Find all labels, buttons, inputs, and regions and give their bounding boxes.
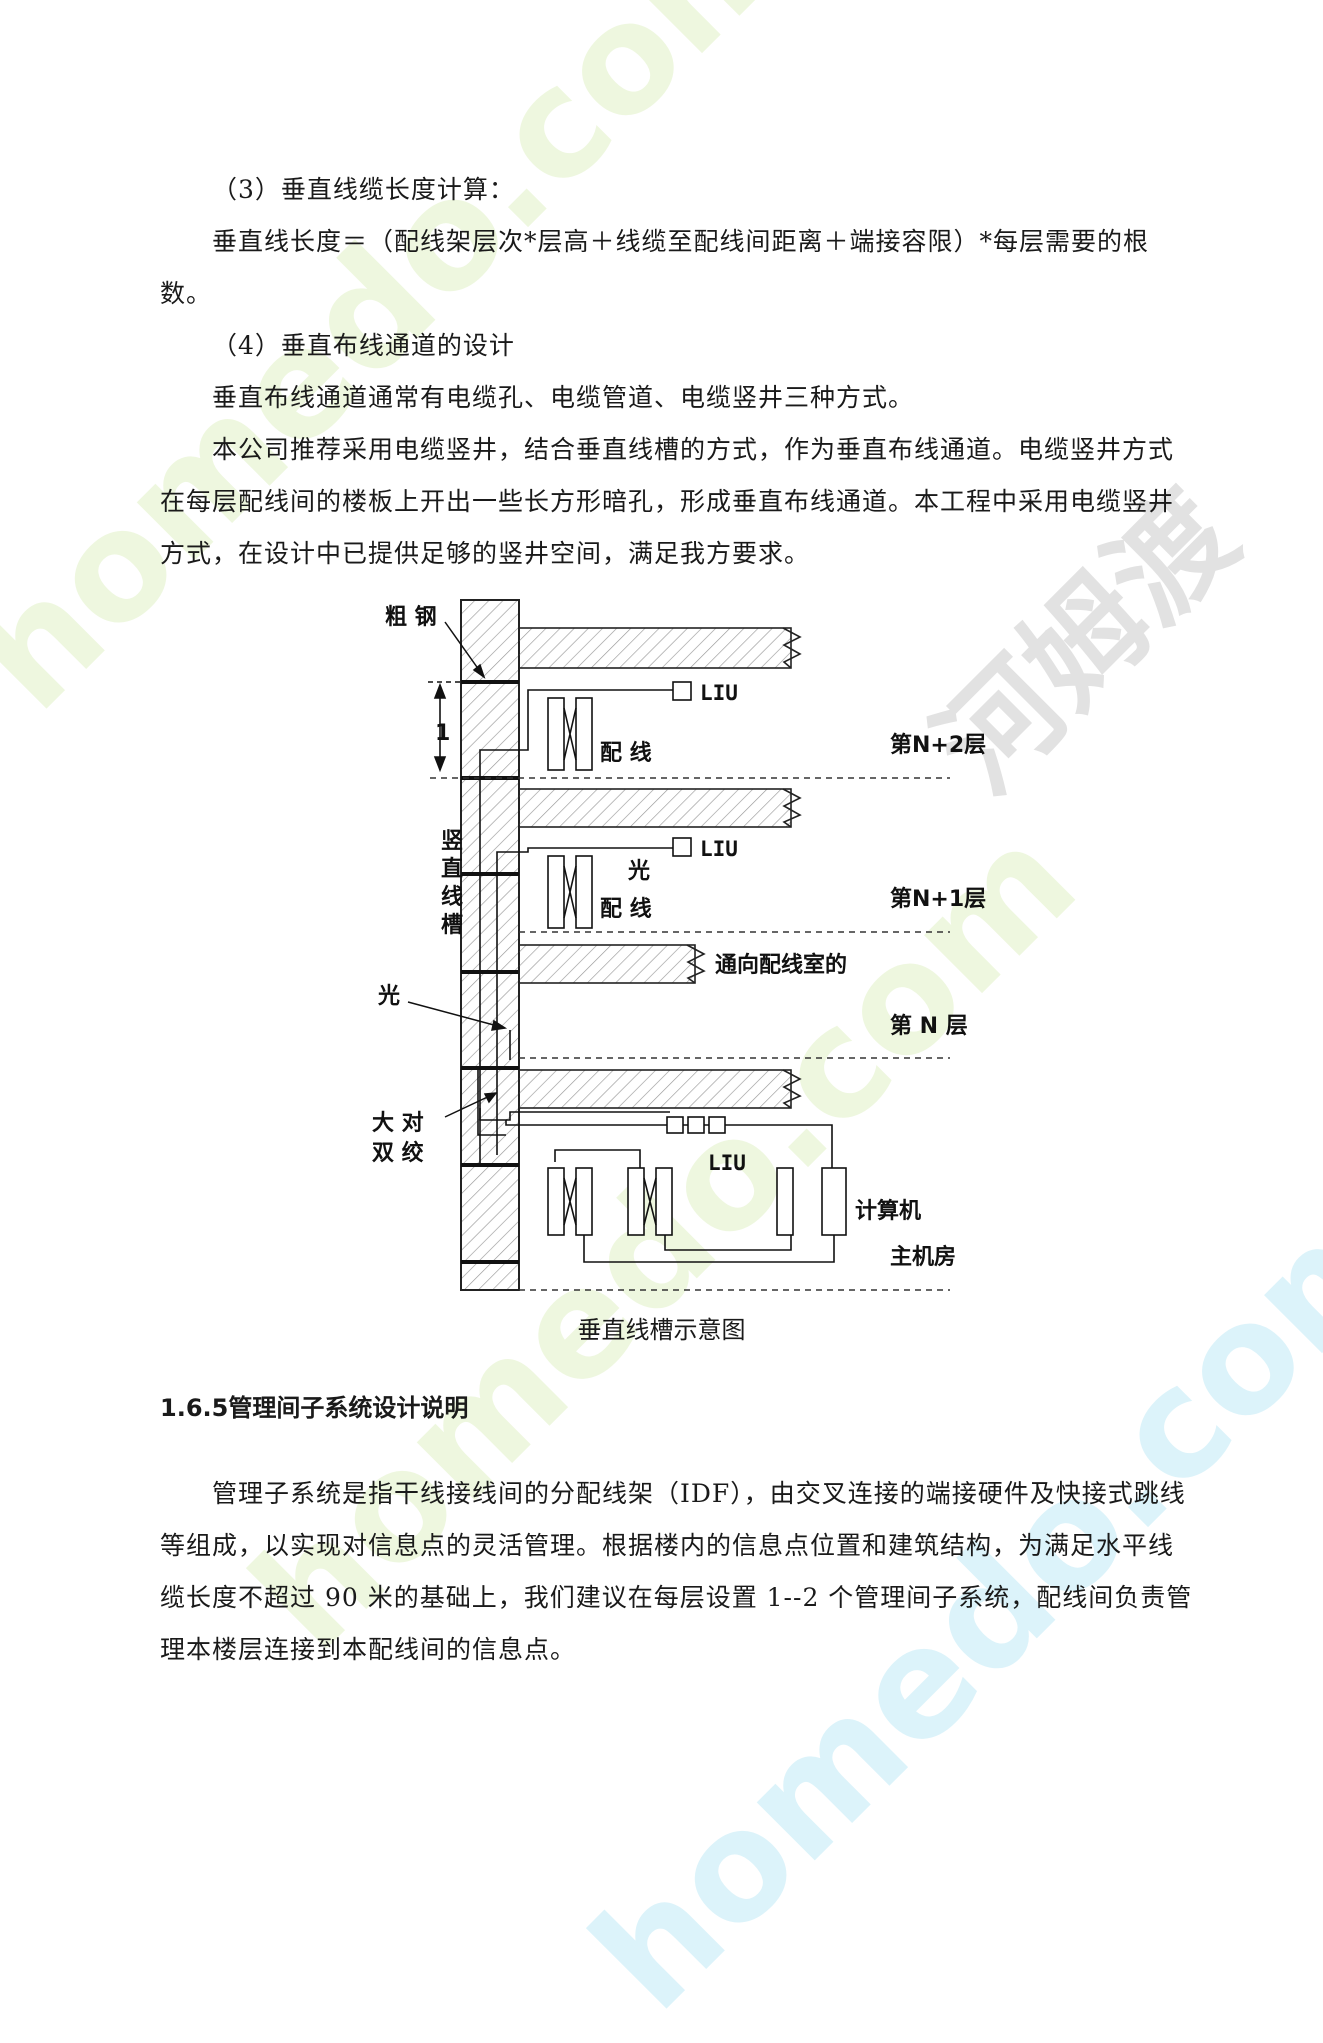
slab-top bbox=[518, 627, 802, 669]
label-floor-n1: 第N+1层 bbox=[890, 886, 986, 912]
label-pei-xian-1: 配 线 bbox=[600, 740, 652, 766]
vertical-trunking-diagram: 粗 钢 1 LIU 配 线 第N+2层 竖 直 线 槽 LIU 光 配 线 第N… bbox=[372, 599, 986, 1291]
paragraph-p3: （4）垂直布线通道的设计 bbox=[212, 331, 515, 360]
label-liu-bottom: LIU bbox=[708, 1151, 746, 1175]
paragraph-p1: （3）垂直线缆长度计算： bbox=[212, 175, 515, 204]
slab-n2 bbox=[518, 788, 802, 828]
label-tong-xiang: 通向配线室的 bbox=[715, 952, 847, 978]
label-liu-mid: LIU bbox=[700, 837, 738, 861]
figure-caption: 垂直线槽示意图 bbox=[577, 1316, 746, 1344]
section-heading: 1.6.5管理间子系统设计说明 bbox=[160, 1394, 469, 1422]
label-zhi: 直 bbox=[441, 856, 463, 882]
paragraph-p2: 垂直线长度＝（配线架层次*层高＋线缆至配线间距离＋端接容限）*每层需要的根数。 bbox=[160, 227, 1150, 308]
slab-n bbox=[518, 1069, 802, 1109]
label-da-dui: 大 对 bbox=[372, 1111, 424, 1136]
floor-slabs bbox=[518, 627, 802, 1109]
label-floor-n: 第 N 层 bbox=[890, 1013, 968, 1039]
paragraph-p4: 垂直布线通道通常有电缆孔、电缆管道、电缆竖井三种方式。 bbox=[212, 383, 915, 412]
cable-runs bbox=[477, 689, 835, 1263]
paragraph-p5: 本公司推荐采用电缆竖井，结合垂直线槽的方式，作为垂直布线通道。电缆竖井方式在每层… bbox=[160, 435, 1175, 568]
label-guang-2: 光 bbox=[377, 984, 400, 1009]
dimension-marker bbox=[428, 681, 470, 773]
label-guang-1: 光 bbox=[627, 859, 650, 884]
slab-n1 bbox=[518, 944, 706, 984]
section-paragraph: 管理子系统是指干线接线间的分配线架（IDF），由交叉连接的端接硬件及快接式跳线等… bbox=[160, 1479, 1193, 1664]
label-computer: 计算机 bbox=[855, 1198, 921, 1224]
label-cu-gang: 粗 钢 bbox=[385, 604, 437, 630]
label-xian: 线 bbox=[441, 884, 463, 910]
label-shu: 竖 bbox=[441, 829, 463, 854]
label-shuang-jiao: 双 绞 bbox=[372, 1140, 424, 1166]
label-one: 1 bbox=[435, 721, 450, 746]
label-pei-xian-2: 配 线 bbox=[600, 896, 652, 922]
label-main-room: 主机房 bbox=[890, 1244, 956, 1270]
label-floor-n2: 第N+2层 bbox=[890, 732, 986, 758]
vertical-shaft bbox=[460, 599, 520, 1291]
patch-panels bbox=[547, 697, 847, 1236]
label-cao: 槽 bbox=[441, 913, 463, 938]
floor-dividers bbox=[430, 777, 950, 1291]
leader-arrows bbox=[407, 621, 508, 1118]
label-liu-top: LIU bbox=[700, 681, 738, 705]
liu-boxes bbox=[666, 681, 726, 1134]
